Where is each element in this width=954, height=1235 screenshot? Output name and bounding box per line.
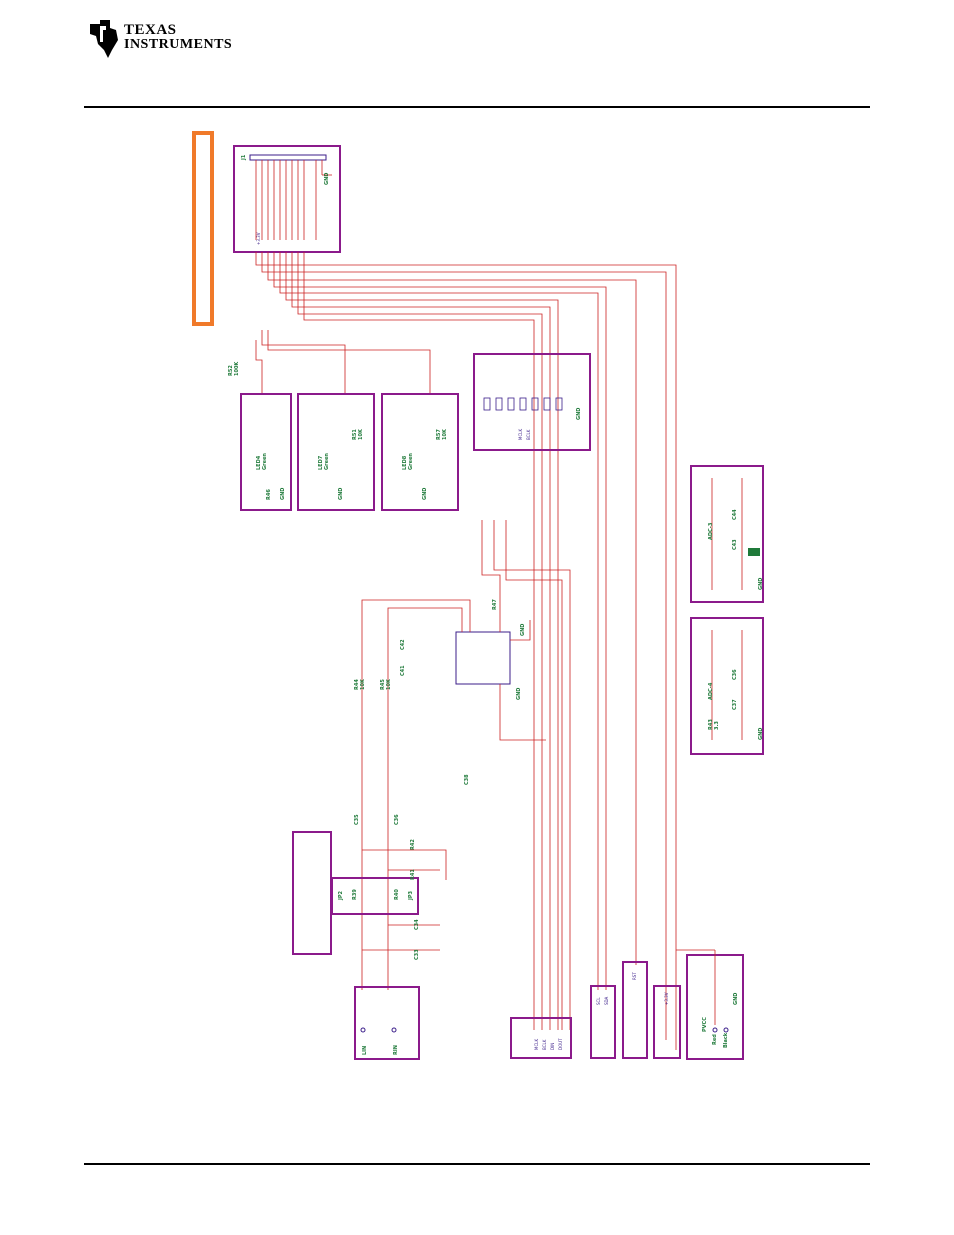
r45-value: 10K bbox=[386, 678, 392, 690]
io-dout: DOUT bbox=[558, 1038, 563, 1050]
i2c-scl: SCL bbox=[596, 997, 601, 1005]
logo-line-2: INSTRUMENTS bbox=[124, 37, 233, 52]
led4-color: Green bbox=[262, 453, 268, 470]
io-din: DIN bbox=[550, 1043, 555, 1050]
led-block-2-gnd: GND bbox=[338, 488, 344, 500]
pvcc-gnd: GND bbox=[733, 993, 739, 1005]
pvcc-red: Red bbox=[712, 1034, 718, 1045]
adc4-gnd: GND bbox=[758, 728, 764, 740]
adc3-block: ADC-3 C44 C43 GND bbox=[690, 465, 764, 603]
rst-block: RST bbox=[622, 961, 648, 1059]
r57-value: 10K bbox=[442, 428, 448, 440]
v33-block: +3.3V bbox=[653, 985, 681, 1059]
jumper-block: GND MCLK BCLK bbox=[473, 353, 591, 451]
r57-label: R57 bbox=[436, 429, 442, 440]
c33-label: C33 bbox=[414, 949, 420, 960]
pvcc-black: Black bbox=[723, 1032, 729, 1048]
codec-gnd: GND bbox=[520, 624, 526, 636]
led8-label: LED8 bbox=[402, 455, 408, 470]
r44-label: R44 bbox=[354, 679, 360, 690]
pvcc-label: PVCC bbox=[702, 1017, 708, 1032]
jp2-label: JP2 bbox=[338, 890, 344, 901]
connector-gnd: GND bbox=[324, 173, 330, 185]
c42-label: C42 bbox=[400, 639, 406, 650]
input-jacks-block: LIN RIN bbox=[354, 986, 420, 1060]
footer-rule bbox=[84, 1163, 870, 1165]
c35-label: C35 bbox=[354, 814, 360, 825]
codec-gnd-2: GND bbox=[516, 688, 522, 700]
c44-label: C44 bbox=[732, 509, 738, 520]
r51-value: 10K bbox=[358, 428, 364, 440]
jumper-bclk: BCLK bbox=[526, 429, 531, 440]
c36b-label: C36 bbox=[394, 814, 400, 825]
c36-label: C36 bbox=[732, 669, 738, 680]
r43-value: 3.3 bbox=[714, 721, 720, 730]
logo-line-1: TEXAS bbox=[124, 22, 177, 38]
io-mclk: MCLK bbox=[534, 1039, 539, 1050]
codec-ic: C42 C41 R44 10K R45 10K R47 GND GND C38 bbox=[354, 520, 571, 1030]
connector-3v3: +3.3V bbox=[256, 232, 261, 245]
r47-label: R47 bbox=[492, 599, 498, 610]
jp3-label: JP3 bbox=[408, 890, 414, 901]
adc4-label: ADC-4 bbox=[708, 682, 714, 700]
r42-label: R42 bbox=[410, 839, 416, 850]
r40-label: R40 bbox=[394, 889, 400, 900]
led7-color: Green bbox=[324, 453, 330, 470]
r52-label: R52 bbox=[228, 365, 234, 376]
connector-ref: J1 bbox=[241, 154, 247, 161]
ti-logo-icon bbox=[90, 20, 118, 58]
adc3-label: ADC-3 bbox=[708, 522, 714, 540]
io-bclk: BCLK bbox=[542, 1039, 547, 1050]
pvcc-block: PVCC Red Black GND bbox=[676, 949, 744, 1060]
highlight-bar bbox=[192, 131, 214, 326]
led7-label: LED7 bbox=[318, 455, 324, 470]
adc4-block: ADC-4 R43 3.3 C36 C37 GND bbox=[690, 617, 764, 755]
c34-label: C34 bbox=[414, 919, 420, 930]
led-block-3-gnd: GND bbox=[422, 488, 428, 500]
c37-label: C37 bbox=[732, 699, 738, 710]
r44-value: 10K bbox=[360, 678, 366, 690]
digital-io-block: MCLK BCLK DIN DOUT bbox=[510, 1017, 572, 1059]
rst-label: RST bbox=[632, 972, 637, 980]
jumper-gnd: GND bbox=[576, 408, 582, 420]
v33-block-label: +3.3V bbox=[664, 992, 669, 1005]
led4-label: LED4 bbox=[256, 455, 262, 470]
rin-label: RIN bbox=[393, 1045, 399, 1055]
r41-label: R41 bbox=[410, 869, 416, 880]
c41-label: C41 bbox=[400, 665, 406, 676]
led8-color: Green bbox=[408, 453, 414, 470]
analog-section: C35 C36 R42 R41 JP2 R39 R40 JP3 C34 C33 bbox=[292, 814, 447, 960]
adc3-gnd: GND bbox=[758, 578, 764, 590]
led-block-1-gnd: GND bbox=[280, 488, 286, 500]
r39-label: R39 bbox=[352, 889, 358, 900]
c38-label: C38 bbox=[464, 774, 470, 785]
led-block-2: LED7 Green R51 10K GND bbox=[297, 393, 375, 511]
c43-label: C43 bbox=[732, 539, 738, 550]
r45-label: R45 bbox=[380, 679, 386, 690]
header-rule bbox=[84, 106, 870, 108]
r46-label: R46 bbox=[266, 489, 272, 500]
r52-value: 100K bbox=[234, 361, 240, 376]
jumper-mclk: MCLK bbox=[518, 429, 523, 440]
i2c-block: SCL SDA bbox=[590, 985, 616, 1059]
r43-label: R43 bbox=[708, 719, 714, 730]
led-block-1: LED4 Green R46 GND bbox=[240, 393, 292, 511]
r51-label: R51 bbox=[352, 429, 358, 440]
bus-wires bbox=[255, 252, 677, 1050]
lin-label: LIN bbox=[362, 1046, 368, 1055]
led-block-3: LED8 Green R57 10K GND bbox=[381, 393, 459, 511]
connector-block: J1 GND +3.3V bbox=[233, 145, 341, 253]
i2c-sda: SDA bbox=[604, 996, 609, 1005]
